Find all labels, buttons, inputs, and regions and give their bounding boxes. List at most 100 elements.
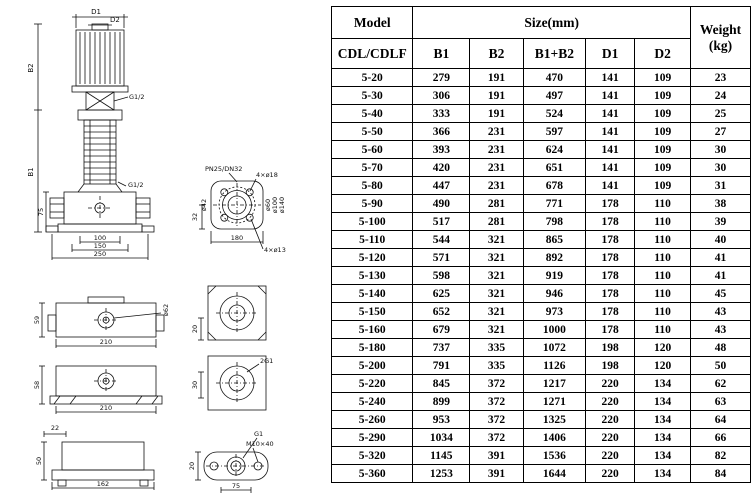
value-cell: 1536 (522, 446, 586, 465)
value-cell: 24 (689, 86, 752, 105)
value-cell: 64 (689, 410, 752, 429)
col-header-b2: B2 (469, 38, 524, 69)
dim-label-b2: B2 (27, 63, 35, 72)
value-cell: 41 (689, 248, 752, 267)
model-cell: 5-90 (330, 194, 414, 213)
value-cell: 231 (469, 140, 524, 159)
value-cell: 220 (584, 428, 636, 447)
dim-label-d140: ø140 (278, 197, 286, 213)
bracket-view-b (39, 365, 163, 414)
value-cell: 178 (584, 302, 636, 321)
dim-label-d42: ø42 (200, 199, 208, 211)
value-cell: 66 (689, 428, 752, 447)
model-cell: 5-30 (330, 86, 414, 105)
value-cell: 220 (584, 446, 636, 465)
flange-view-f (195, 437, 269, 493)
value-cell: 43 (689, 320, 752, 339)
weight-header: Weight (kg) (689, 6, 752, 69)
value-cell: 41 (689, 266, 752, 285)
value-cell: 597 (522, 122, 586, 141)
value-cell: 973 (522, 302, 586, 321)
value-cell: 178 (584, 284, 636, 303)
value-cell: 220 (584, 410, 636, 429)
value-cell: 892 (522, 248, 586, 267)
dimension-table-panel: Model Size(mm) Weight (kg) CDL/CDLF B1 B… (330, 6, 752, 483)
value-cell: 321 (469, 230, 524, 249)
value-cell: 279 (412, 68, 471, 87)
port-label-g12-lower: G1/2 (128, 181, 144, 189)
value-cell: 447 (412, 176, 471, 195)
value-cell: 110 (634, 194, 691, 213)
value-cell: 110 (634, 284, 691, 303)
value-cell: 110 (634, 302, 691, 321)
value-cell: 306 (412, 86, 471, 105)
dim-label-210-b: 210 (100, 404, 112, 412)
value-cell: 141 (584, 68, 636, 87)
value-cell: 517 (412, 212, 471, 231)
dim-label-250: 250 (94, 250, 106, 258)
value-cell: 281 (469, 212, 524, 231)
model-cell: 5-110 (330, 230, 414, 249)
col-header-b1b2: B1+B2 (522, 38, 586, 69)
model-subheader: CDL/CDLF (330, 38, 414, 69)
value-cell: 198 (584, 338, 636, 357)
value-cell: 524 (522, 104, 586, 123)
value-cell: 109 (634, 122, 691, 141)
value-cell: 919 (522, 266, 586, 285)
value-cell: 43 (689, 302, 752, 321)
value-cell: 141 (584, 158, 636, 177)
value-cell: 220 (584, 374, 636, 393)
value-cell: 120 (634, 338, 691, 357)
dim-label-59: 59 (33, 316, 41, 324)
value-cell: 845 (412, 374, 471, 393)
value-cell: 321 (469, 320, 524, 339)
value-cell: 110 (634, 212, 691, 231)
value-cell: 50 (689, 356, 752, 375)
drawing-panel: D1 D2 B2 B1 G1/2 G1/2 75 100 150 250 PN2… (0, 0, 332, 500)
value-cell: 134 (634, 428, 691, 447)
value-cell: 62 (689, 374, 752, 393)
value-cell: 178 (584, 320, 636, 339)
value-cell: 470 (522, 68, 586, 87)
pump-technical-drawing: D1 D2 B2 B1 G1/2 G1/2 75 100 150 250 PN2… (27, 8, 286, 493)
value-cell: 393 (412, 140, 471, 159)
port-label-2g1: 2G1 (260, 357, 273, 365)
model-cell: 5-40 (330, 104, 414, 123)
dim-label-58: 58 (33, 381, 41, 389)
value-cell: 1406 (522, 428, 586, 447)
value-cell: 372 (469, 374, 524, 393)
value-cell: 490 (412, 194, 471, 213)
value-cell: 372 (469, 392, 524, 411)
value-cell: 420 (412, 158, 471, 177)
value-cell: 1072 (522, 338, 586, 357)
value-cell: 678 (522, 176, 586, 195)
value-cell: 791 (412, 356, 471, 375)
model-cell: 5-220 (330, 374, 414, 393)
value-cell: 109 (634, 86, 691, 105)
value-cell: 178 (584, 266, 636, 285)
value-cell: 82 (689, 446, 752, 465)
model-cell: 5-50 (330, 122, 414, 141)
port-label-g12-upper: G1/2 (129, 93, 145, 101)
model-cell: 5-100 (330, 212, 414, 231)
weight-header-line1: Weight (699, 21, 742, 37)
weight-header-line2: (kg) (708, 37, 733, 53)
model-cell: 5-240 (330, 392, 414, 411)
value-cell: 946 (522, 284, 586, 303)
value-cell: 134 (634, 464, 691, 483)
value-cell: 651 (522, 158, 586, 177)
value-cell: 191 (469, 86, 524, 105)
model-cell: 5-60 (330, 140, 414, 159)
